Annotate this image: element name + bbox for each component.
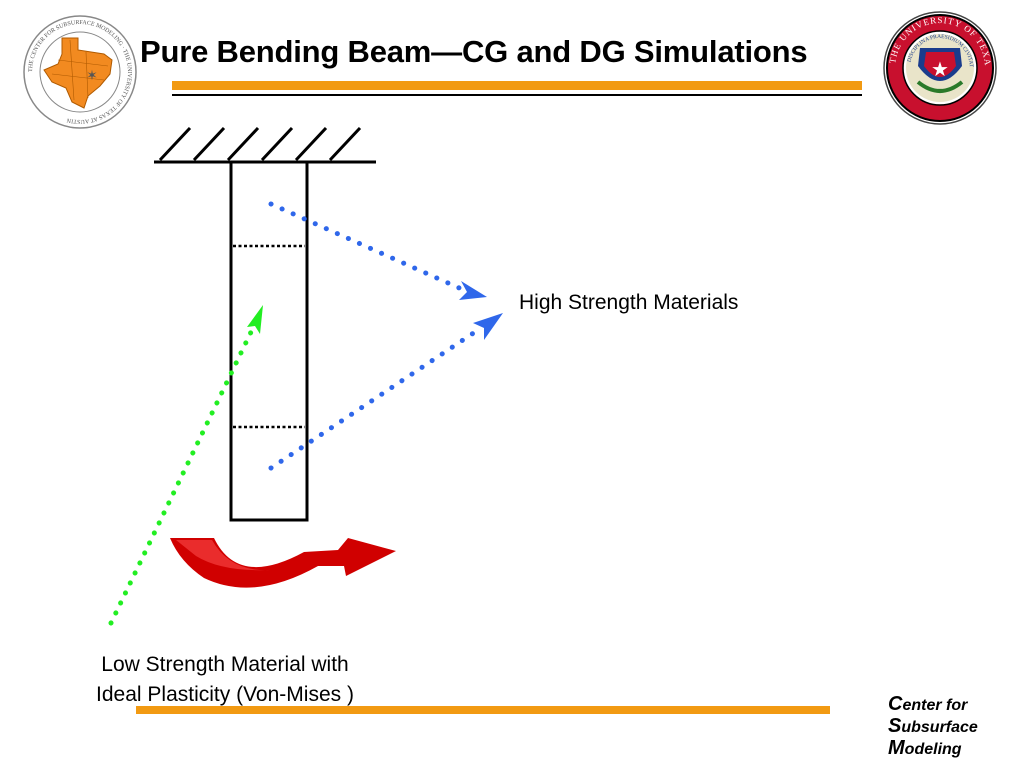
label-low-line-2: Ideal Plasticity (Von-Mises ) xyxy=(96,683,354,706)
bending-moment-arrow xyxy=(170,538,396,588)
wordmark-line-1: enter for xyxy=(902,697,968,714)
csm-seal-logo: ✶ THE CENTER FOR SUBSURFACE MODELING · T… xyxy=(23,15,137,129)
arrowhead-green xyxy=(247,305,263,334)
wordmark-line-2: ubsurface xyxy=(901,719,978,736)
label-low-line-1: Low Strength Material with xyxy=(101,653,349,676)
label-low-strength: Low Strength Material with Ideal Plastic… xyxy=(40,650,410,710)
pointer-high-strength-upper xyxy=(268,201,469,294)
slide-title: Pure Bending Beam—CG and DG Simulations xyxy=(140,34,808,69)
star-icon: ✶ xyxy=(86,68,98,84)
pointer-high-strength-lower xyxy=(268,327,481,471)
csm-wordmark: Center for Subsurface Modeling xyxy=(888,694,978,760)
header-accent-bar xyxy=(172,81,862,90)
wordmark-line-3: odeling xyxy=(904,741,962,758)
texas-map-icon xyxy=(43,37,113,109)
wordmark-cap-c: C xyxy=(888,693,903,715)
arrowhead-upper xyxy=(459,281,487,300)
wordmark-cap-m: M xyxy=(888,737,905,759)
pointer-low-strength xyxy=(108,327,255,626)
beam xyxy=(229,162,309,522)
label-high-strength: High Strength Materials xyxy=(519,291,739,314)
wordmark-cap-s: S xyxy=(888,715,902,737)
arrowhead-lower xyxy=(473,313,503,340)
footer-accent-bar xyxy=(136,706,830,714)
seal-star-icon: ★ xyxy=(931,57,949,81)
fixed-support xyxy=(154,126,376,164)
